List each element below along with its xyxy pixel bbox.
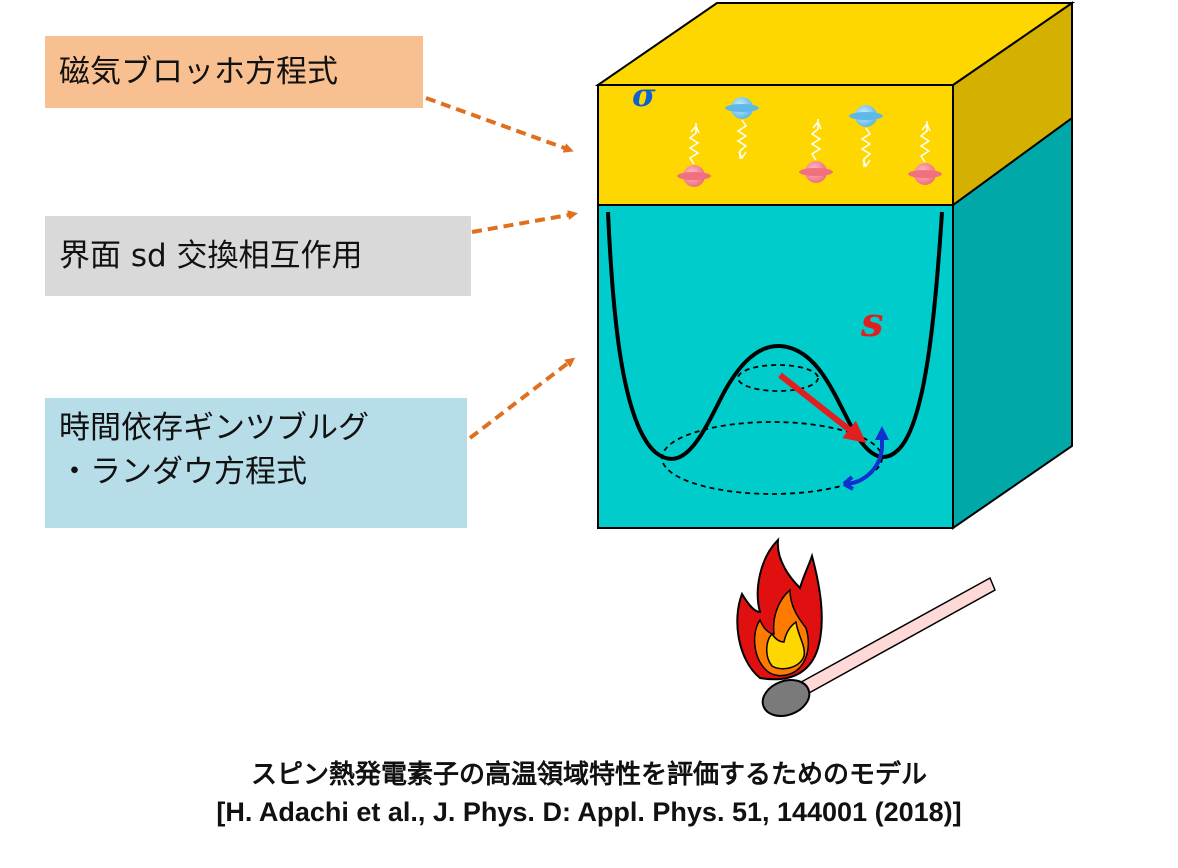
sigma-symbol: σ	[632, 76, 656, 114]
s-symbol: s	[860, 299, 884, 346]
top-precession-ellipse	[737, 364, 819, 392]
caption-title: スピン熱発電素子の高温領域特性を評価するためのモデル	[250, 760, 927, 790]
label-tdgl-equation: 時間依存ギンツブルグ ・ランダウ方程式	[45, 398, 467, 528]
label-interface-sd-exchange: 界面 sd 交換相互作用	[45, 216, 471, 296]
flame-icon	[736, 537, 823, 681]
label-text: 磁気ブロッホ方程式	[59, 54, 338, 90]
match-icon	[761, 576, 996, 717]
spin-up-electron-icon	[799, 119, 833, 183]
arrow-tdgl-to-ferromagnet	[468, 357, 576, 440]
conduction-electron-spins	[677, 97, 942, 187]
spin-down-electron-icon	[725, 97, 759, 160]
label-text-line1: 時間依存ギンツブルグ	[59, 410, 369, 446]
spin-up-electron-icon	[908, 121, 942, 185]
precession-arrow	[843, 426, 889, 486]
spin-vector-arrow	[778, 372, 867, 443]
label-text-line2: ・ランダウ方程式	[59, 454, 307, 490]
arrow-sd-to-interface	[471, 210, 578, 234]
label-text: 界面 sd 交換相互作用	[59, 238, 363, 274]
arrow-bloch-to-layer	[425, 96, 574, 153]
spin-down-electron-icon	[849, 105, 883, 168]
spin-up-electron-icon	[677, 123, 711, 187]
caption-reference: [H. Adachi et al., J. Phys. D: Appl. Phy…	[216, 797, 962, 827]
label-magnetic-bloch-equation: 磁気ブロッホ方程式	[45, 36, 423, 108]
